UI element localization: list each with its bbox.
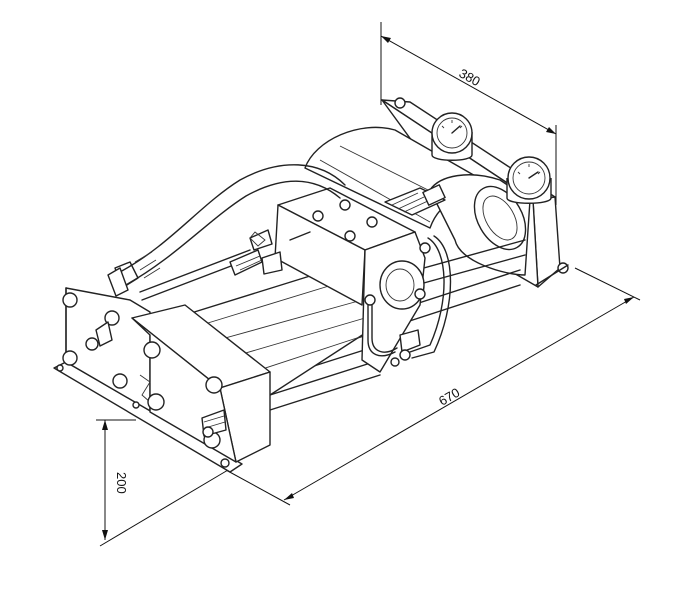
fittings [139, 229, 311, 301]
front-cover-block [131, 304, 271, 463]
pressure-gauge-left [431, 112, 473, 161]
hose [107, 164, 346, 297]
pressure-gauge-right [506, 156, 552, 204]
dimension-height: 200 [96, 419, 229, 547]
width-dimension-label: 380 [457, 66, 483, 90]
length-dimension-label: 670 [436, 385, 462, 409]
left-end-plate [53, 287, 243, 473]
pilot-valve [364, 242, 431, 310]
tubing [367, 235, 452, 367]
height-dimension-label: 200 [114, 472, 129, 494]
